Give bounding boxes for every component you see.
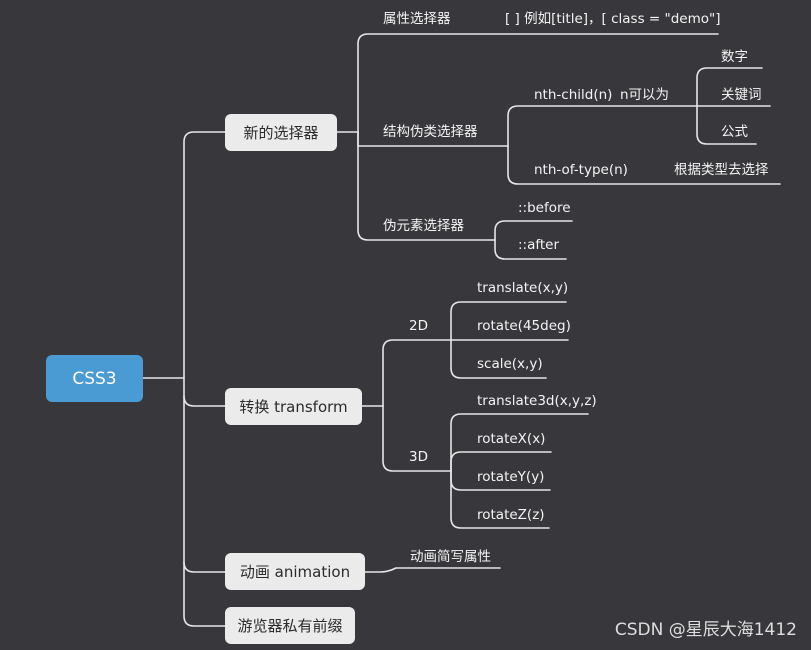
connector-root-to-prefix [183,561,226,627]
animation-shorthand-label: 动画简写属性 [410,549,491,565]
branch-new-selectors[interactable]: 新的选择器 [225,114,337,151]
connector-nchild-to-formula [696,105,757,145]
connector-root-to-transform [183,377,226,407]
nth-of-type-label: nth-of-type(n) [534,162,628,178]
nth-child-label: nth-child(n) [534,87,613,103]
connector-2d-to-translate [450,301,567,341]
connector-selectors-to-pseudo [357,131,496,241]
by-type-label: 根据类型去选择 [674,162,769,178]
pseudo-before: ::before [518,200,571,216]
connector-root-to-animation [183,395,226,573]
connector-3d-to-rotatex [450,451,552,472]
transform-2d-label: 2D [409,318,428,334]
connector-structural-to-nthoftype [507,145,781,185]
transform-2d-translate: translate(x,y) [477,280,569,296]
connector-pseudo-to-before [494,220,573,241]
option-keyword: 关键词 [721,87,762,103]
transform-3d-rotatez: rotateZ(z) [477,507,545,523]
transform-3d-rotatey: rotateY(y) [477,469,545,485]
transform-3d-rotatex: rotateX(x) [477,431,546,447]
connector-2d-to-scale [450,339,547,379]
connector-nchild-to-number [696,67,763,107]
transform-2d-scale: scale(x,y) [477,356,543,372]
transform-2d-rotate: rotate(45deg) [477,318,571,334]
connector-transform-to-2d [382,339,452,407]
attr-selector-label: 属性选择器 [383,11,451,27]
transform-3d-translate3d: translate3d(x,y,z) [477,393,597,409]
option-number: 数字 [721,49,748,65]
n-can-be-label: n可以为 [620,87,670,103]
root-node[interactable]: CSS3 [46,355,143,402]
transform-3d-label: 3D [409,449,428,465]
connector-pseudo-to-after [494,239,567,260]
connector-transform-to-3d [382,405,452,472]
pseudo-element-label: 伪元素选择器 [383,218,464,234]
connector-3d-to-rotatez [450,470,550,529]
structural-selector-label: 结构伪类选择器 [383,124,478,140]
watermark: CSDN @星辰大海1412 [614,620,797,640]
branch-browser-prefix[interactable]: 游览器私有前缀 [225,607,355,644]
branch-animation[interactable]: 动画 animation [225,553,365,590]
connector-selectors-to-attr [357,33,719,133]
connector-animation-to-shorthand [364,567,501,573]
pseudo-after: ::after [518,237,560,253]
attr-selector-note: [ ] 例如[title]，[ class = "demo"] [505,11,721,27]
branch-transform[interactable]: 转换 transform [225,388,362,425]
connector-root-to-selectors [183,131,226,379]
connector-structural-to-nthchild [507,105,698,147]
connector-3d-to-translate3d [450,413,589,472]
option-formula: 公式 [721,124,748,140]
